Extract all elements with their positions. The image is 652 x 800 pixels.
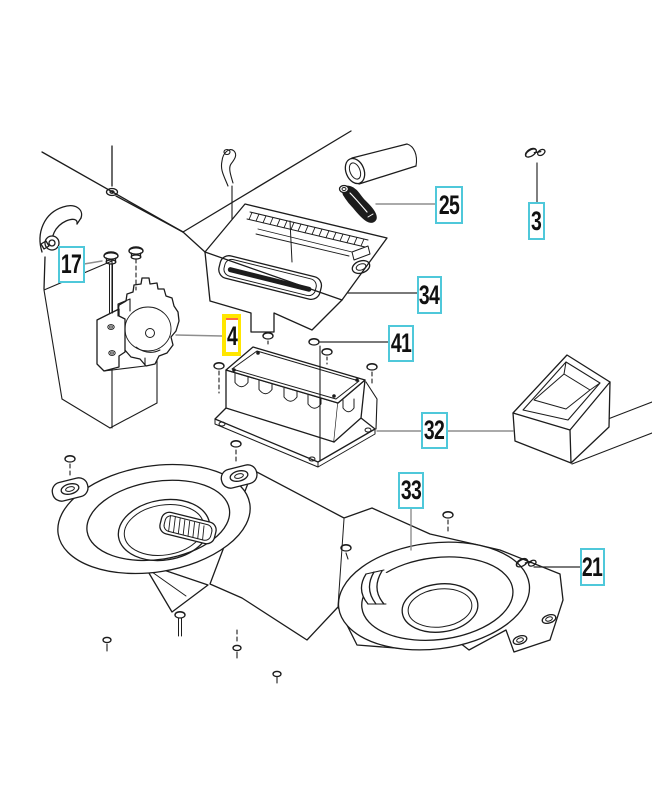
callout-33-label: 33	[400, 475, 422, 505]
callout-4-inner: 4	[226, 318, 238, 352]
handle-fragment	[39, 205, 83, 290]
callout-3-label: 3	[531, 205, 542, 236]
callout-17[interactable]: 17	[58, 246, 85, 283]
screw-21	[515, 557, 537, 568]
cable-hook	[220, 148, 237, 220]
callout-21-label: 21	[582, 551, 603, 582]
callout-3[interactable]: 3	[528, 202, 545, 240]
callout-34[interactable]: 34	[417, 276, 442, 314]
callout-41-label: 41	[390, 328, 412, 358]
tube-drawing	[344, 143, 418, 185]
mount-ear-left	[51, 477, 89, 502]
strap-25	[338, 184, 377, 223]
callout-4-label: 4	[226, 320, 238, 351]
callout-34-label: 34	[419, 279, 440, 310]
callout-41[interactable]: 41	[388, 325, 414, 362]
housing-screws	[64, 454, 537, 684]
tray-drawing	[512, 354, 611, 464]
carb-box-drawing	[214, 345, 378, 468]
callout-25-label: 25	[438, 189, 460, 220]
callout-25[interactable]: 25	[435, 186, 463, 224]
leader-lines	[83, 162, 581, 568]
bracket-bolts	[103, 246, 144, 314]
callout-32[interactable]: 32	[421, 412, 448, 449]
callout-33[interactable]: 33	[398, 472, 424, 509]
intake-window	[218, 255, 323, 300]
screw-3	[524, 147, 546, 158]
bracket-drawing	[96, 277, 180, 372]
cover-drawing	[204, 203, 388, 333]
callout-32-label: 32	[424, 415, 445, 445]
bolt-17	[103, 251, 119, 265]
chassis-deck-lines	[41, 130, 352, 253]
screw-41	[308, 337, 320, 346]
blower-housing-drawing	[51, 463, 564, 653]
ribbed-drum	[360, 569, 394, 608]
callout-4-highlighted[interactable]: 4	[222, 314, 241, 356]
grille-pad	[159, 511, 217, 545]
callout-21[interactable]: 21	[580, 548, 605, 586]
mount-ear-right	[220, 464, 258, 489]
side-sheet-lines	[571, 401, 652, 465]
callout-17-label: 17	[61, 249, 82, 279]
